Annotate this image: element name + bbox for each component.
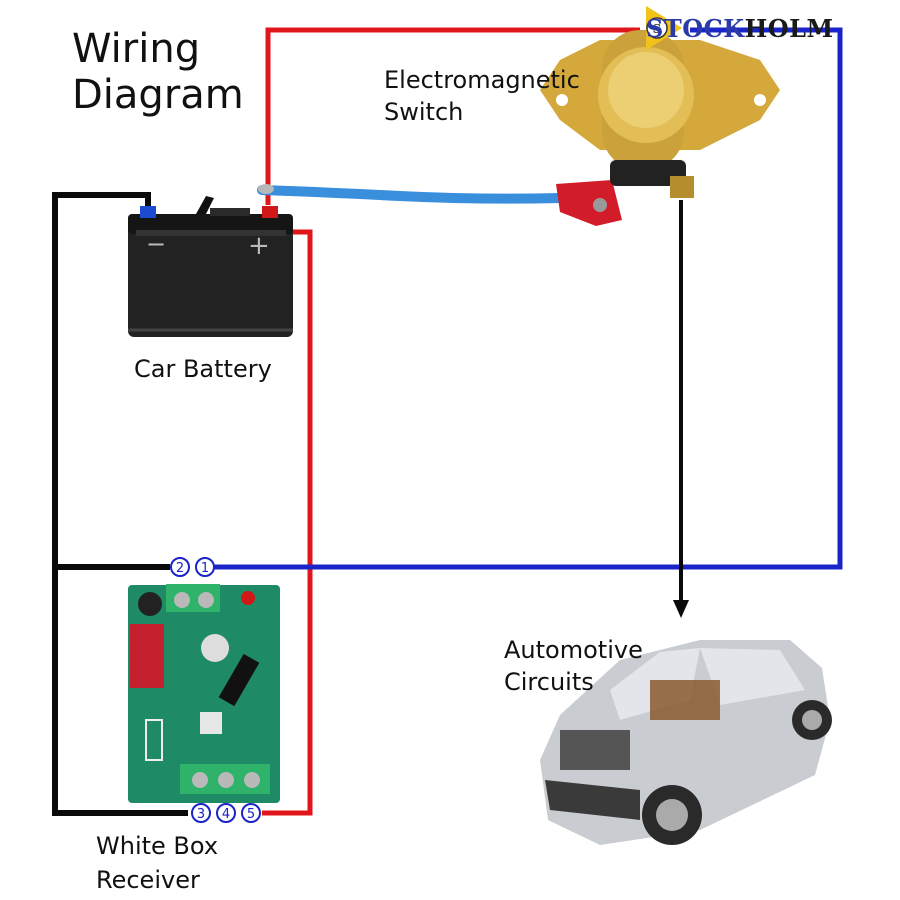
receiver-label-line-1: White Box xyxy=(96,832,219,860)
switch-label-line-2: Switch xyxy=(384,98,464,126)
automotive-label: Automotive Circuits xyxy=(504,634,704,698)
black-wire-battery-negative xyxy=(52,192,188,816)
arrow-head xyxy=(673,600,689,618)
red-wire-battery-to-terminal-5 xyxy=(262,229,313,816)
brand-watermark: STOCKHOLM xyxy=(640,6,834,50)
brand-badge-letter: S xyxy=(653,22,662,36)
terminal-3-number: 3 xyxy=(197,807,205,822)
receiver-label-line-2: Receiver xyxy=(96,866,200,894)
brand-name-part-1: STOCK xyxy=(646,13,745,43)
diagram-title: Wiring Diagram xyxy=(72,26,292,118)
terminal-2-number: 2 xyxy=(176,561,184,576)
battery-label: Car Battery xyxy=(134,355,272,383)
terminal-4-number: 4 xyxy=(222,807,230,822)
brand-logo xyxy=(646,6,682,50)
blue-wire-switch-to-terminal-1 xyxy=(214,27,843,570)
battery-negative-symbol: − xyxy=(146,230,166,258)
diagram-title-line-2: Diagram xyxy=(72,72,244,118)
terminal-3-marker xyxy=(191,803,211,823)
electromagnetic-switch xyxy=(540,30,780,198)
brand-name-part-2: HOLM xyxy=(744,13,834,43)
terminal-2-marker xyxy=(170,557,190,577)
switch-label: Electromagnetic Switch xyxy=(384,64,604,128)
wires xyxy=(52,27,843,816)
battery-positive-symbol: + xyxy=(248,231,270,261)
switch-label-line-1: Electromagnetic xyxy=(384,66,580,94)
terminal-5-number: 5 xyxy=(247,807,255,822)
terminal-4-marker xyxy=(216,803,236,823)
brand-name: STOCKHOLM xyxy=(646,14,834,43)
blue-battery-cable xyxy=(257,180,622,226)
terminal-1-number: 1 xyxy=(201,561,209,576)
terminal-markers: 2 1 3 4 5 xyxy=(170,557,261,823)
automotive-label-line-2: Circuits xyxy=(504,668,594,696)
automotive-label-line-1: Automotive xyxy=(504,636,643,664)
diagram-title-line-1: Wiring xyxy=(72,26,201,72)
terminal-5-marker xyxy=(241,803,261,823)
red-wire-battery-to-switch xyxy=(265,27,640,205)
receiver-board xyxy=(128,584,280,803)
receiver-label: White Box Receiver xyxy=(96,829,296,897)
car-illustration xyxy=(540,640,832,845)
car-battery xyxy=(128,196,293,337)
terminal-1-marker xyxy=(195,557,215,577)
